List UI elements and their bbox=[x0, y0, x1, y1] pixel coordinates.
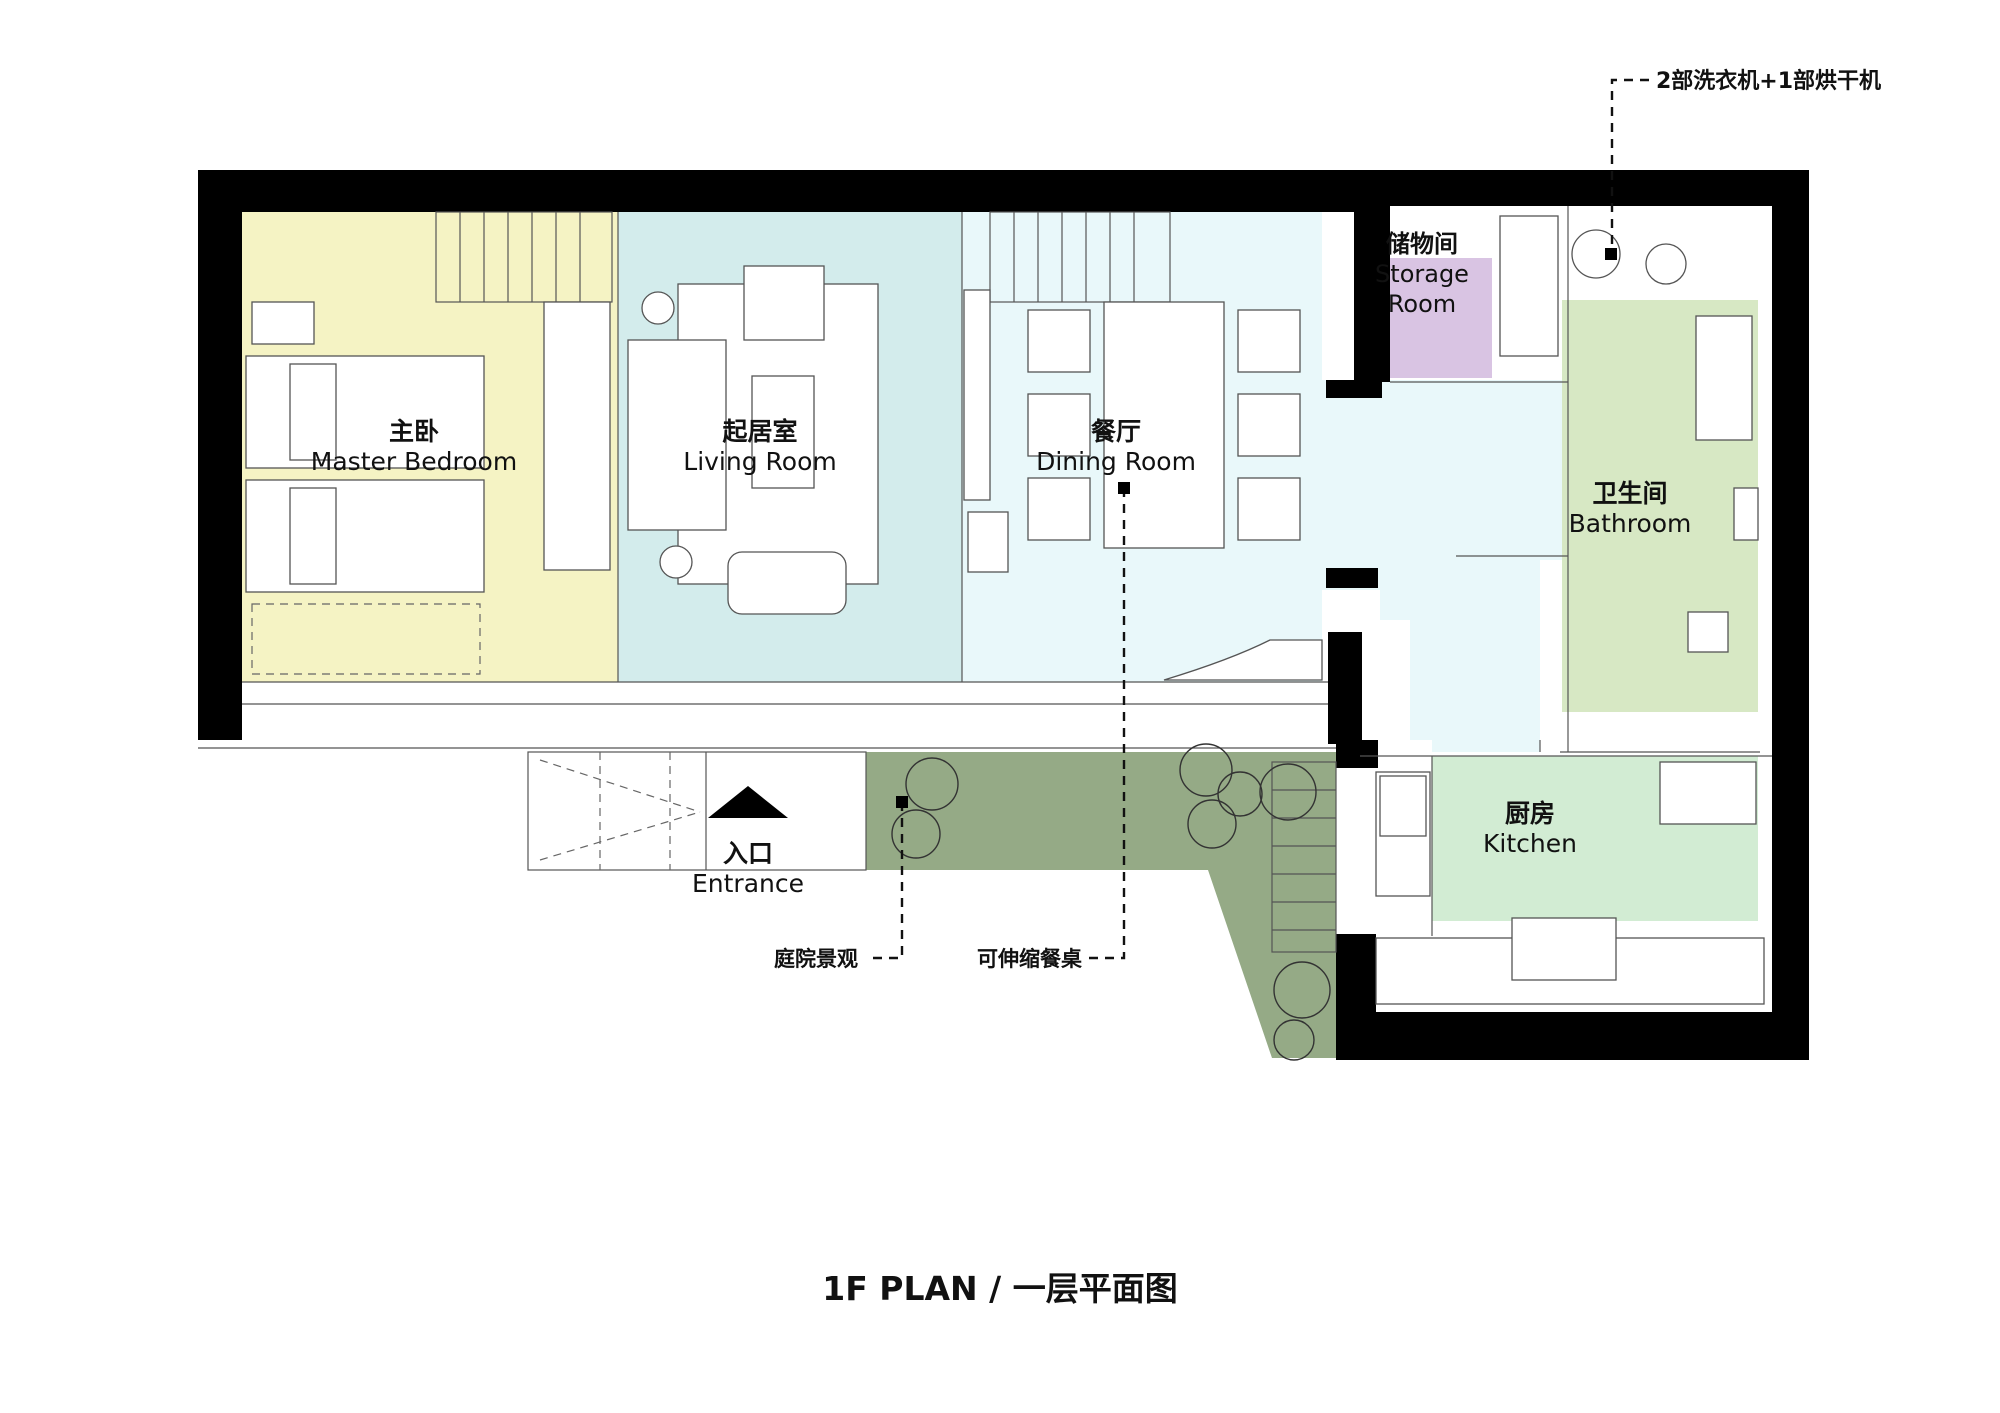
dining-ramp bbox=[1163, 639, 1323, 681]
kitchen-stools bbox=[1511, 917, 1617, 981]
hall-area bbox=[1380, 380, 1570, 752]
outline-lines bbox=[198, 206, 1772, 936]
stairs-1 bbox=[435, 211, 613, 303]
dining-chair-1 bbox=[1027, 309, 1091, 373]
garden-trees bbox=[891, 743, 1331, 1061]
garden-annotation: 庭院景观 bbox=[774, 947, 858, 971]
garden-area bbox=[866, 752, 1336, 1058]
storage-room-label-en-2: Room bbox=[1388, 290, 1456, 318]
bath-vanity bbox=[1695, 315, 1753, 441]
dining-chair-4 bbox=[1237, 309, 1301, 373]
storage-room-label-cn: 储物间 bbox=[1386, 230, 1458, 258]
stairs-3 bbox=[1271, 761, 1337, 953]
plan-title: 1F PLAN / 一层平面图 bbox=[822, 1269, 1177, 1308]
stove-icon bbox=[1659, 761, 1757, 825]
corridor-area bbox=[1322, 380, 1382, 590]
dining-room-label-cn: 餐厅 bbox=[1091, 417, 1141, 446]
living-room-label-en: Living Room bbox=[683, 447, 836, 476]
living-room-label-cn: 起居室 bbox=[722, 417, 797, 446]
laundry-annotation: 2部洗衣机+1部烘干机 bbox=[1656, 68, 1881, 94]
dryer-icon bbox=[1645, 243, 1687, 285]
washer-icon bbox=[1571, 229, 1621, 279]
table-annotation: 可伸缩餐桌 bbox=[977, 947, 1083, 971]
floor-lamp-icon bbox=[641, 291, 675, 325]
dining-chair-5 bbox=[1237, 393, 1301, 457]
dining-chair-3 bbox=[1027, 477, 1091, 541]
kitchen-label-en: Kitchen bbox=[1483, 829, 1577, 858]
kitchen-label-cn: 厨房 bbox=[1505, 799, 1555, 828]
marker-garden-icon bbox=[896, 796, 908, 808]
entrance-ramp bbox=[527, 751, 867, 871]
sideboard bbox=[967, 511, 1009, 573]
armchair bbox=[743, 265, 825, 341]
master-bedroom-label-en: Master Bedroom bbox=[311, 447, 517, 476]
stairs-2 bbox=[989, 211, 1171, 303]
storage-room-label-en-1: Storage bbox=[1375, 260, 1469, 288]
marker-table-icon bbox=[1118, 482, 1130, 494]
marker-laundry-icon bbox=[1605, 248, 1617, 260]
bedroom-wardrobe bbox=[543, 301, 611, 571]
pouf bbox=[727, 551, 847, 615]
leader-lines bbox=[866, 78, 1652, 960]
entrance-label-cn: 入口 bbox=[723, 839, 773, 868]
beds bbox=[245, 355, 485, 593]
side-lamp-icon bbox=[659, 545, 693, 579]
sofa bbox=[627, 339, 727, 531]
bathroom-label-en: Bathroom bbox=[1569, 509, 1692, 538]
living-shelf bbox=[963, 289, 991, 501]
entrance-arrow-icon bbox=[708, 786, 788, 818]
storage-room-area bbox=[1378, 258, 1492, 378]
dining-chair-6 bbox=[1237, 477, 1301, 541]
bedroom-dashed-zone bbox=[251, 603, 481, 675]
bath-sink bbox=[1733, 487, 1759, 541]
walls bbox=[198, 170, 1809, 1060]
bedroom-nightstand bbox=[251, 301, 315, 345]
coffee-table bbox=[751, 375, 815, 489]
shower-drain-icon bbox=[1687, 611, 1729, 653]
entrance-label-en: Entrance bbox=[692, 869, 804, 898]
dining-chair-2 bbox=[1027, 393, 1091, 457]
dining-room-label-en: Dining Room bbox=[1036, 447, 1196, 476]
kitchen-sink-icon bbox=[1379, 775, 1427, 837]
master-bedroom-label-cn: 主卧 bbox=[389, 417, 439, 446]
storage-shelf bbox=[1499, 215, 1559, 357]
bathroom-label-cn: 卫生间 bbox=[1592, 479, 1667, 508]
